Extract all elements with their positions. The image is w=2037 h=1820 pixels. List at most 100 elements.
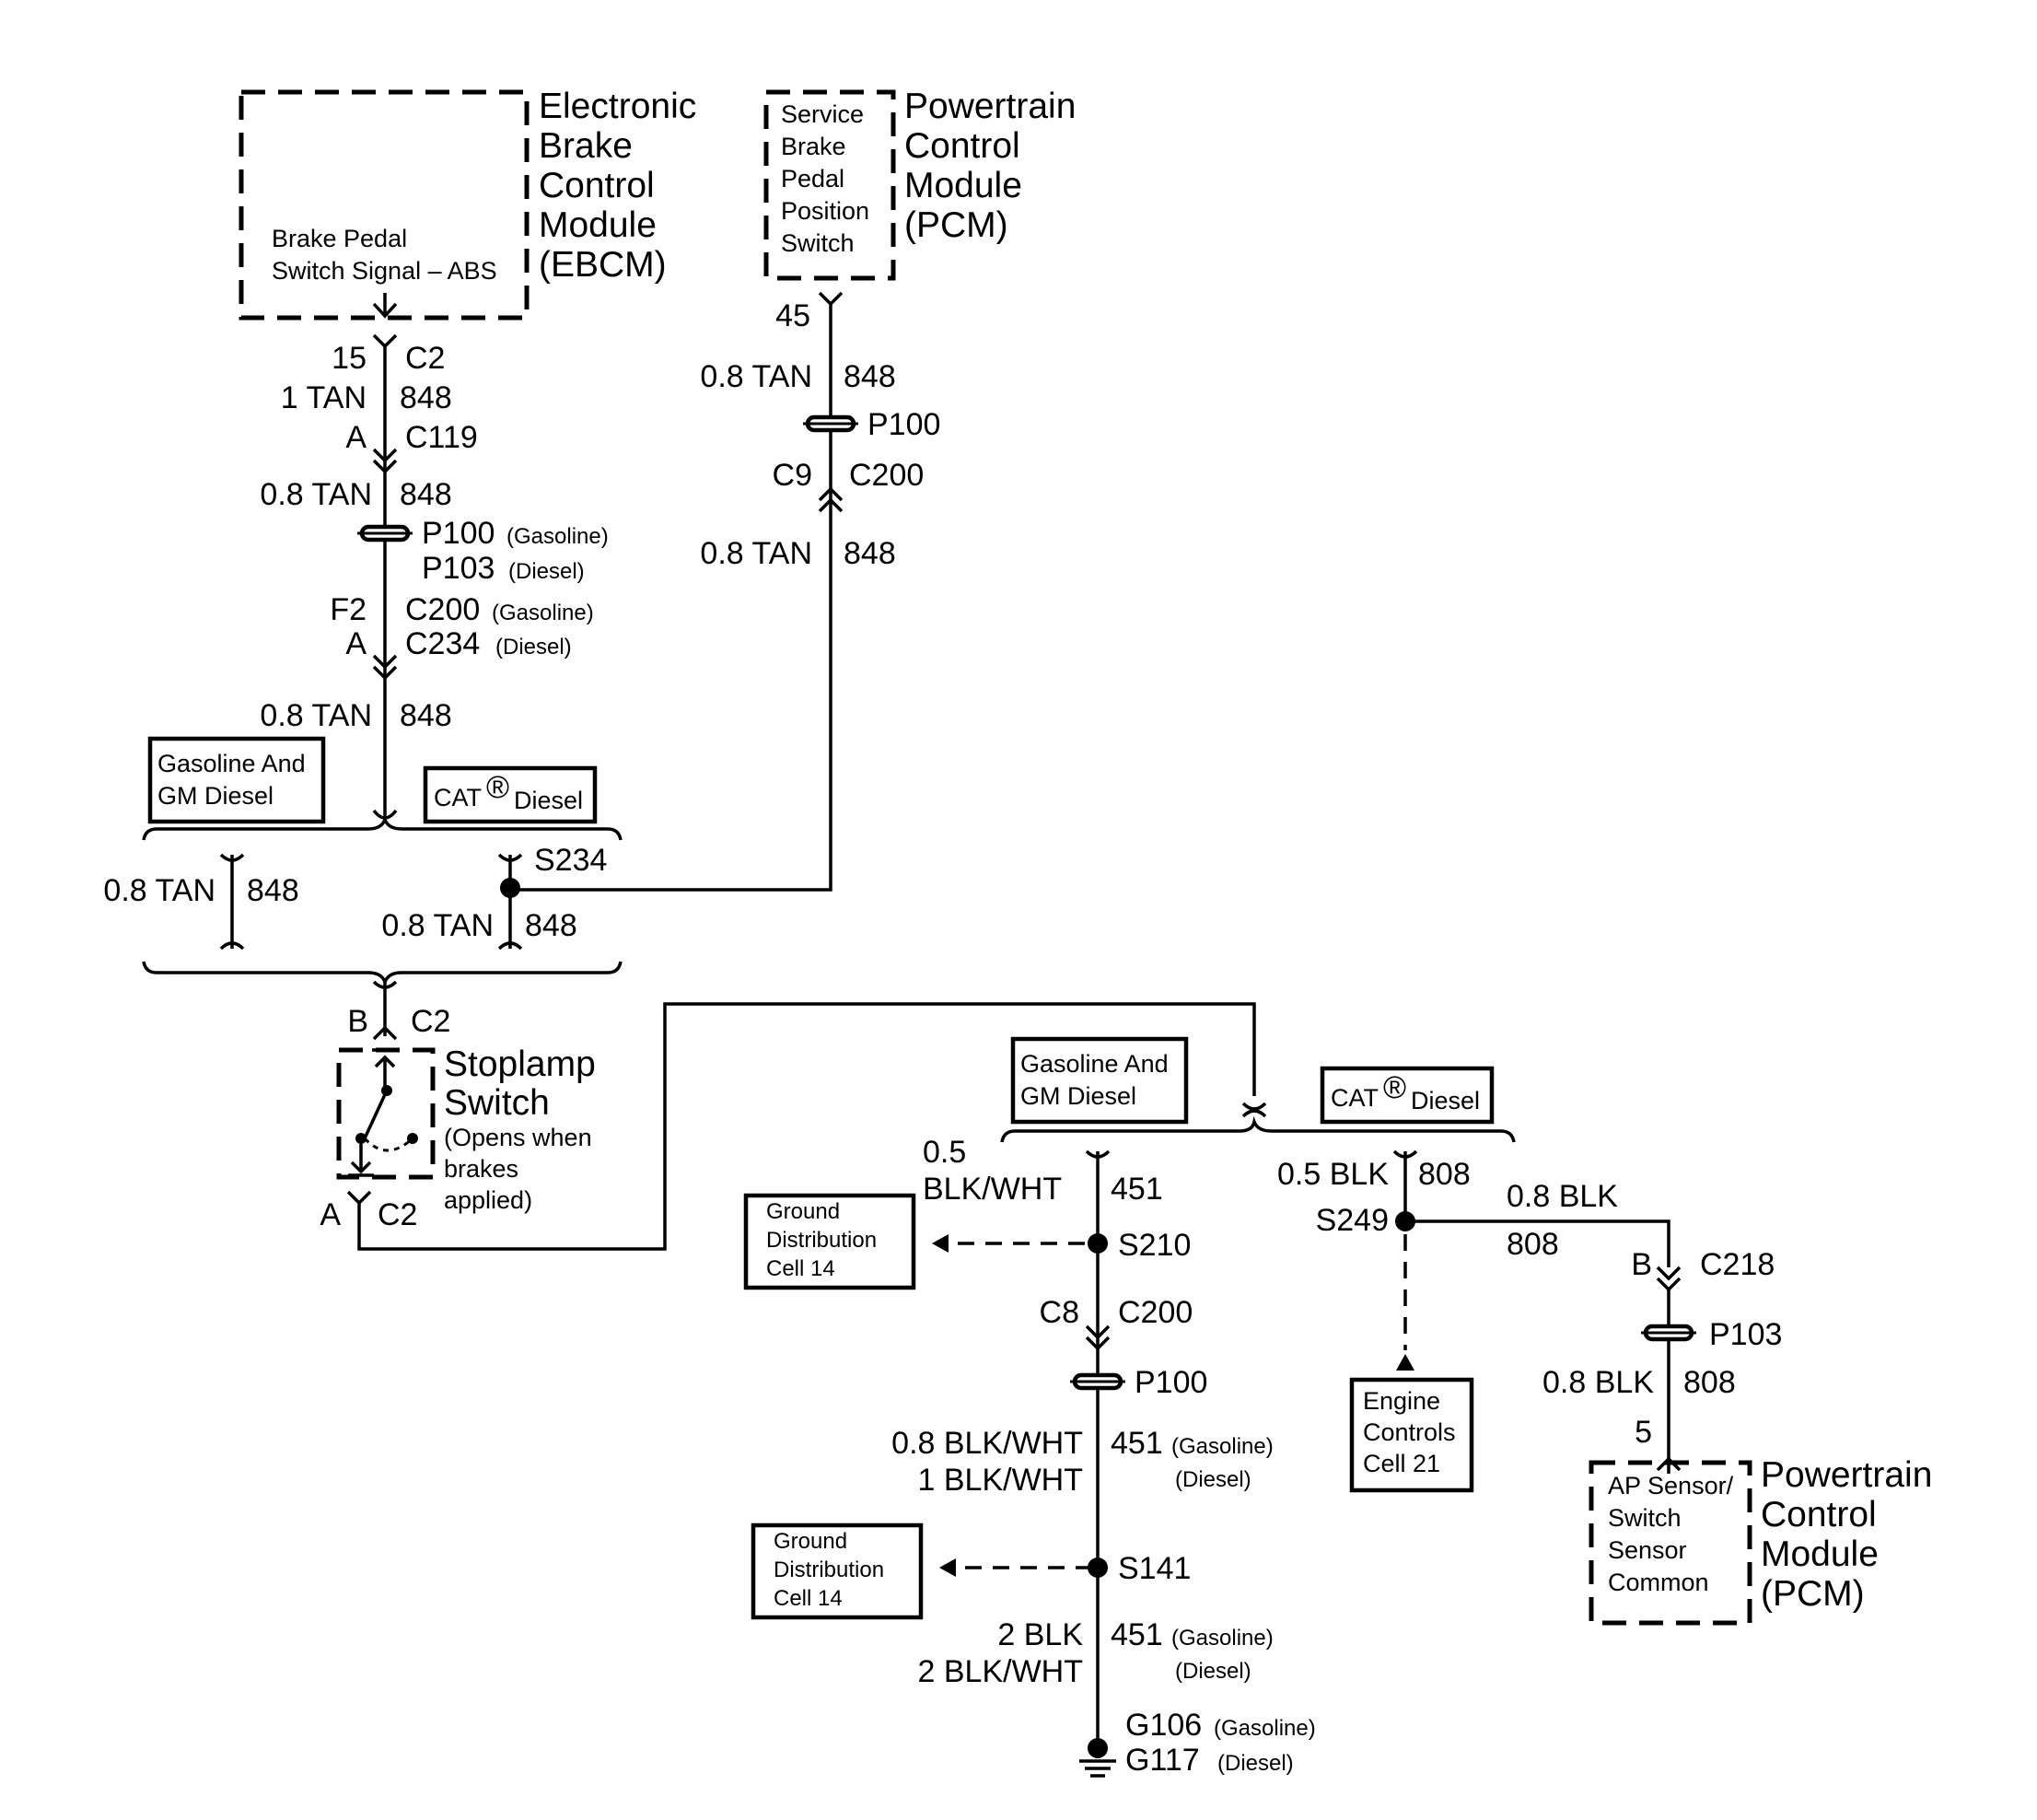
pcm-ground-pin-5: 5 xyxy=(1635,1415,1652,1450)
c200-pin: F2 xyxy=(330,592,367,627)
gas-option-box xyxy=(147,736,326,824)
ebcm-wire3-circuit: 848 xyxy=(400,698,452,733)
cat-option-box-2 xyxy=(1320,1066,1495,1125)
ebcm-module: Electronic Brake Control Module (EBCM) B… xyxy=(239,87,696,321)
ebcm-wire2-circuit: 848 xyxy=(400,477,452,512)
cat-path-wire xyxy=(497,853,523,951)
gdc-box-b xyxy=(751,1522,924,1620)
gas-option-line1: Gasoline And xyxy=(157,750,306,777)
gdc-box-a xyxy=(743,1193,916,1290)
gas-option2-line1: Gasoline And xyxy=(1020,1050,1169,1078)
g106-label: G106 xyxy=(1125,1708,1202,1743)
stoplamp-c2a-connector-icon xyxy=(346,1190,372,1206)
g106-note: (Gasoline) xyxy=(1214,1716,1316,1741)
c200-arrow-icon xyxy=(372,654,398,681)
ebcm-wire1-size: 1 TAN xyxy=(281,380,367,415)
cat-option-box xyxy=(423,765,598,824)
gdc-b-line1: Ground xyxy=(774,1529,847,1554)
pcm-sensor-line1: AP Sensor/ xyxy=(1608,1472,1734,1499)
gdc-a-line2: Distribution xyxy=(766,1228,877,1253)
stoplamp-contact-right xyxy=(407,1133,418,1144)
pcm-ground-wire xyxy=(1392,1149,1670,1267)
c218-label: C218 xyxy=(1700,1247,1775,1282)
engine-line2: Controls xyxy=(1363,1418,1456,1446)
pcm-wire2-circuit: 848 xyxy=(844,536,896,571)
pcm-ground-p103-label: P103 xyxy=(1709,1317,1782,1352)
pcm-ground-wire1-size: 0.5 BLK xyxy=(1277,1157,1389,1192)
engine-arrow-icon xyxy=(1396,1354,1414,1371)
pcm-switch-line1: Service xyxy=(781,100,864,128)
pcm-top-title-line2: Control xyxy=(904,126,1020,166)
pcm-top-circuit: 0.8 TAN 848 P100 C9 C200 0.8 TAN 848 xyxy=(508,291,940,892)
pcm-bottom-dashed-box xyxy=(1589,1460,1752,1626)
pcm-c200-label: C200 xyxy=(849,458,924,493)
engine-line1: Engine xyxy=(1363,1387,1440,1415)
ground-c200-label: C200 xyxy=(1118,1295,1193,1330)
ground-p100-label: P100 xyxy=(1135,1365,1207,1400)
stoplamp-c2b-connector-icon xyxy=(372,1025,398,1041)
gas-option-line2: GM Diesel xyxy=(157,782,274,810)
pcm-bottom-title-line2: Control xyxy=(1761,1495,1877,1534)
c218-pin: B xyxy=(1631,1247,1652,1282)
stoplamp-contact-pivot xyxy=(355,1133,367,1144)
cat-registered-mark-2: ® xyxy=(1383,1070,1406,1105)
stoplamp-title-line1: Stoplamp xyxy=(444,1044,596,1084)
ground-wire2-gas-note: (Gasoline) xyxy=(1171,1434,1274,1459)
gdc-a-arrow-icon xyxy=(932,1234,949,1253)
pcm-top-title-line4: (PCM) xyxy=(904,205,1008,245)
pcm-sensor-line3: Sensor xyxy=(1608,1536,1687,1564)
p100-label: P100 xyxy=(422,516,495,551)
gdc-a-line1: Ground xyxy=(766,1199,840,1224)
s249-splice-dot xyxy=(1395,1211,1415,1231)
s234-label: S234 xyxy=(534,843,607,878)
ebcm-circuit: 15 C2 1 TAN 848 A C119 0.8 TAN 848 P100 … xyxy=(260,333,609,822)
ground-point-dot xyxy=(1088,1738,1108,1758)
engine-line3: Cell 21 xyxy=(1363,1450,1440,1477)
ground-wire3-gas-note: (Gasoline) xyxy=(1171,1626,1274,1651)
ground-wire2-gas: 0.8 BLK/WHT xyxy=(891,1426,1083,1461)
gas-path-wire-size: 0.8 TAN xyxy=(103,873,215,908)
pcm-wire1-size: 0.8 TAN xyxy=(700,359,812,394)
engine-controls-box xyxy=(1349,1377,1474,1493)
stoplamp-switch: B C2 Stoplamp Switch (Opens when brakes … xyxy=(320,980,1267,1251)
stoplamp-title-line2: Switch xyxy=(444,1083,550,1123)
pcm-ground-wire2-circuit: 808 xyxy=(1507,1227,1559,1262)
ground-p100-passthrough-icon xyxy=(1070,1372,1125,1391)
ground-circuit: 0.5 BLK/WHT 451 Ground Distribution Cell… xyxy=(743,1135,1316,1778)
ground-symbol-icon xyxy=(1079,1759,1116,1778)
ground-wire3-diesel: 2 BLK/WHT xyxy=(918,1654,1083,1689)
s210-splice-dot xyxy=(1088,1233,1108,1254)
cat-path-wire-circuit: 848 xyxy=(525,908,577,943)
pcm-c9-label: C9 xyxy=(773,458,812,493)
gdc-b-arrow-icon xyxy=(939,1558,956,1577)
ebcm-arrow-icon xyxy=(372,293,398,319)
ground-c200-arrow-icon xyxy=(1085,1324,1111,1351)
pcm-ground-connector-icon xyxy=(1656,1456,1682,1472)
connector-c2-icon xyxy=(372,333,398,349)
gdc-b-line2: Distribution xyxy=(774,1558,884,1582)
option-top: Gasoline And GM Diesel CAT ® Diesel 0.8 … xyxy=(103,736,623,986)
gdc-b-line3: Cell 14 xyxy=(774,1586,843,1611)
gdc-a-line3: Cell 14 xyxy=(766,1256,835,1281)
ebcm-title-line3: Control xyxy=(539,166,655,205)
ebcm-title-line1: Electronic xyxy=(539,87,696,126)
s210-label: S210 xyxy=(1118,1228,1191,1263)
pcm-wire1-circuit: 848 xyxy=(844,359,896,394)
ground-wire3-circuit: 451 xyxy=(1111,1617,1163,1652)
ground-wire2-diesel: 1 BLK/WHT xyxy=(918,1463,1083,1498)
ground-wire1-size-line1: 0.5 xyxy=(923,1135,966,1170)
pcm-switch-line3: Pedal xyxy=(781,165,844,192)
pcm-sensor-line2: Switch xyxy=(1608,1504,1682,1532)
pcm-switch-line2: Brake xyxy=(781,133,846,160)
s141-label: S141 xyxy=(1118,1551,1191,1586)
gas-path-wire xyxy=(219,853,245,951)
pcm-top-dashed-box xyxy=(763,89,896,281)
pcm-p100-passthrough-icon xyxy=(803,414,858,433)
pcm-top-pin-45: 45 xyxy=(775,298,810,333)
s141-splice-dot xyxy=(1088,1558,1108,1578)
c234-note: (Diesel) xyxy=(495,635,572,659)
pcm-top-module: Service Brake Pedal Position Switch Powe… xyxy=(763,87,1076,333)
pcm-ground-wire3-size: 0.8 BLK xyxy=(1542,1365,1654,1400)
g117-note: (Diesel) xyxy=(1217,1751,1294,1776)
